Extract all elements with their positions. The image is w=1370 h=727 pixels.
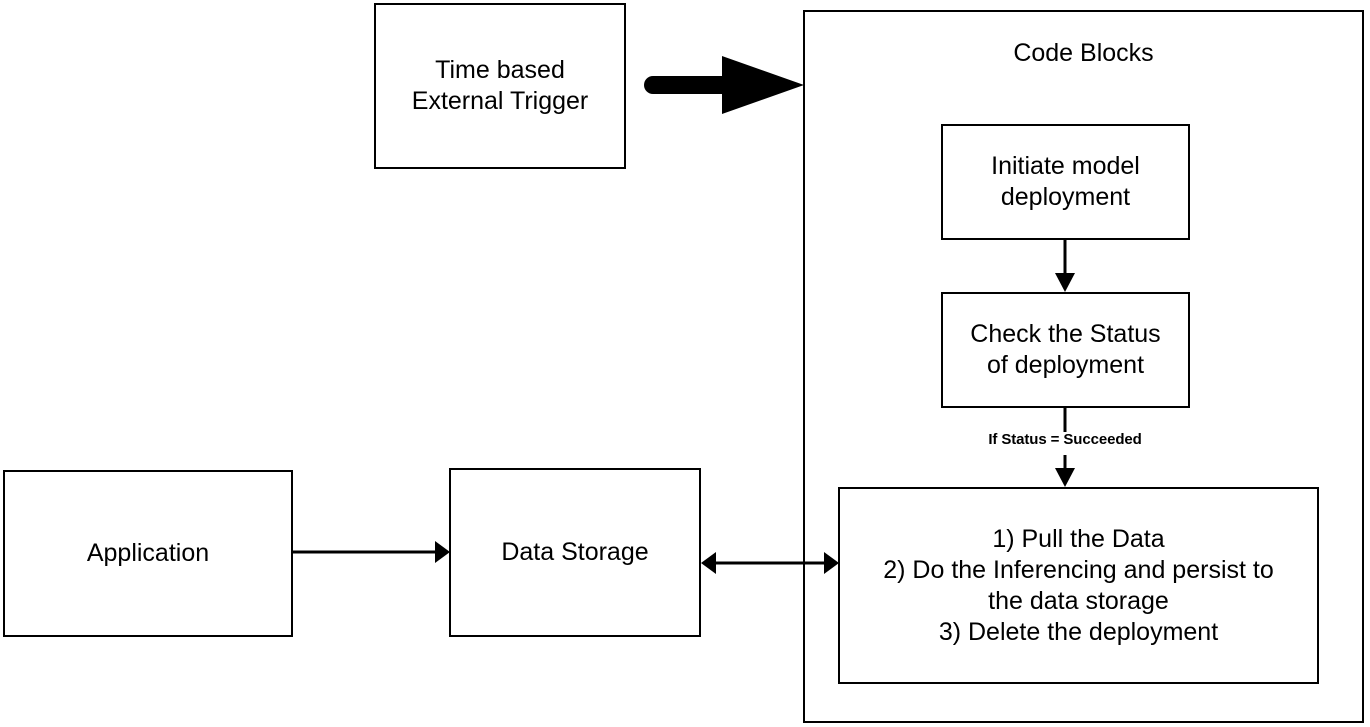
check-label: Check the Status of deployment (970, 320, 1161, 379)
time-based-external-trigger-box: Time based External Trigger (374, 3, 626, 169)
initiate-model-deployment-box: Initiate model deployment (941, 124, 1190, 240)
check-status-of-deployment-box: Check the Status of deployment (941, 292, 1190, 408)
code-blocks-title: Code Blocks (1013, 39, 1154, 67)
inference-steps-box: 1) Pull the Data 2) Do the Inferencing a… (838, 487, 1319, 684)
application-box: Application (3, 470, 293, 637)
application-label: Application (86, 539, 210, 567)
edge-label-if-status-succeeded: If Status = Succeeded (958, 432, 1172, 447)
trigger-label: Time based External Trigger (411, 56, 589, 115)
initiate-label: Initiate model deployment (991, 152, 1140, 211)
block-arrow-trigger-to-codeblocks (644, 56, 804, 114)
storage-label: Data Storage (501, 538, 649, 566)
steps-label: 1) Pull the Data 2) Do the Inferencing a… (883, 524, 1274, 646)
data-storage-box: Data Storage (449, 468, 701, 637)
arrow-application-to-storage (293, 541, 450, 563)
